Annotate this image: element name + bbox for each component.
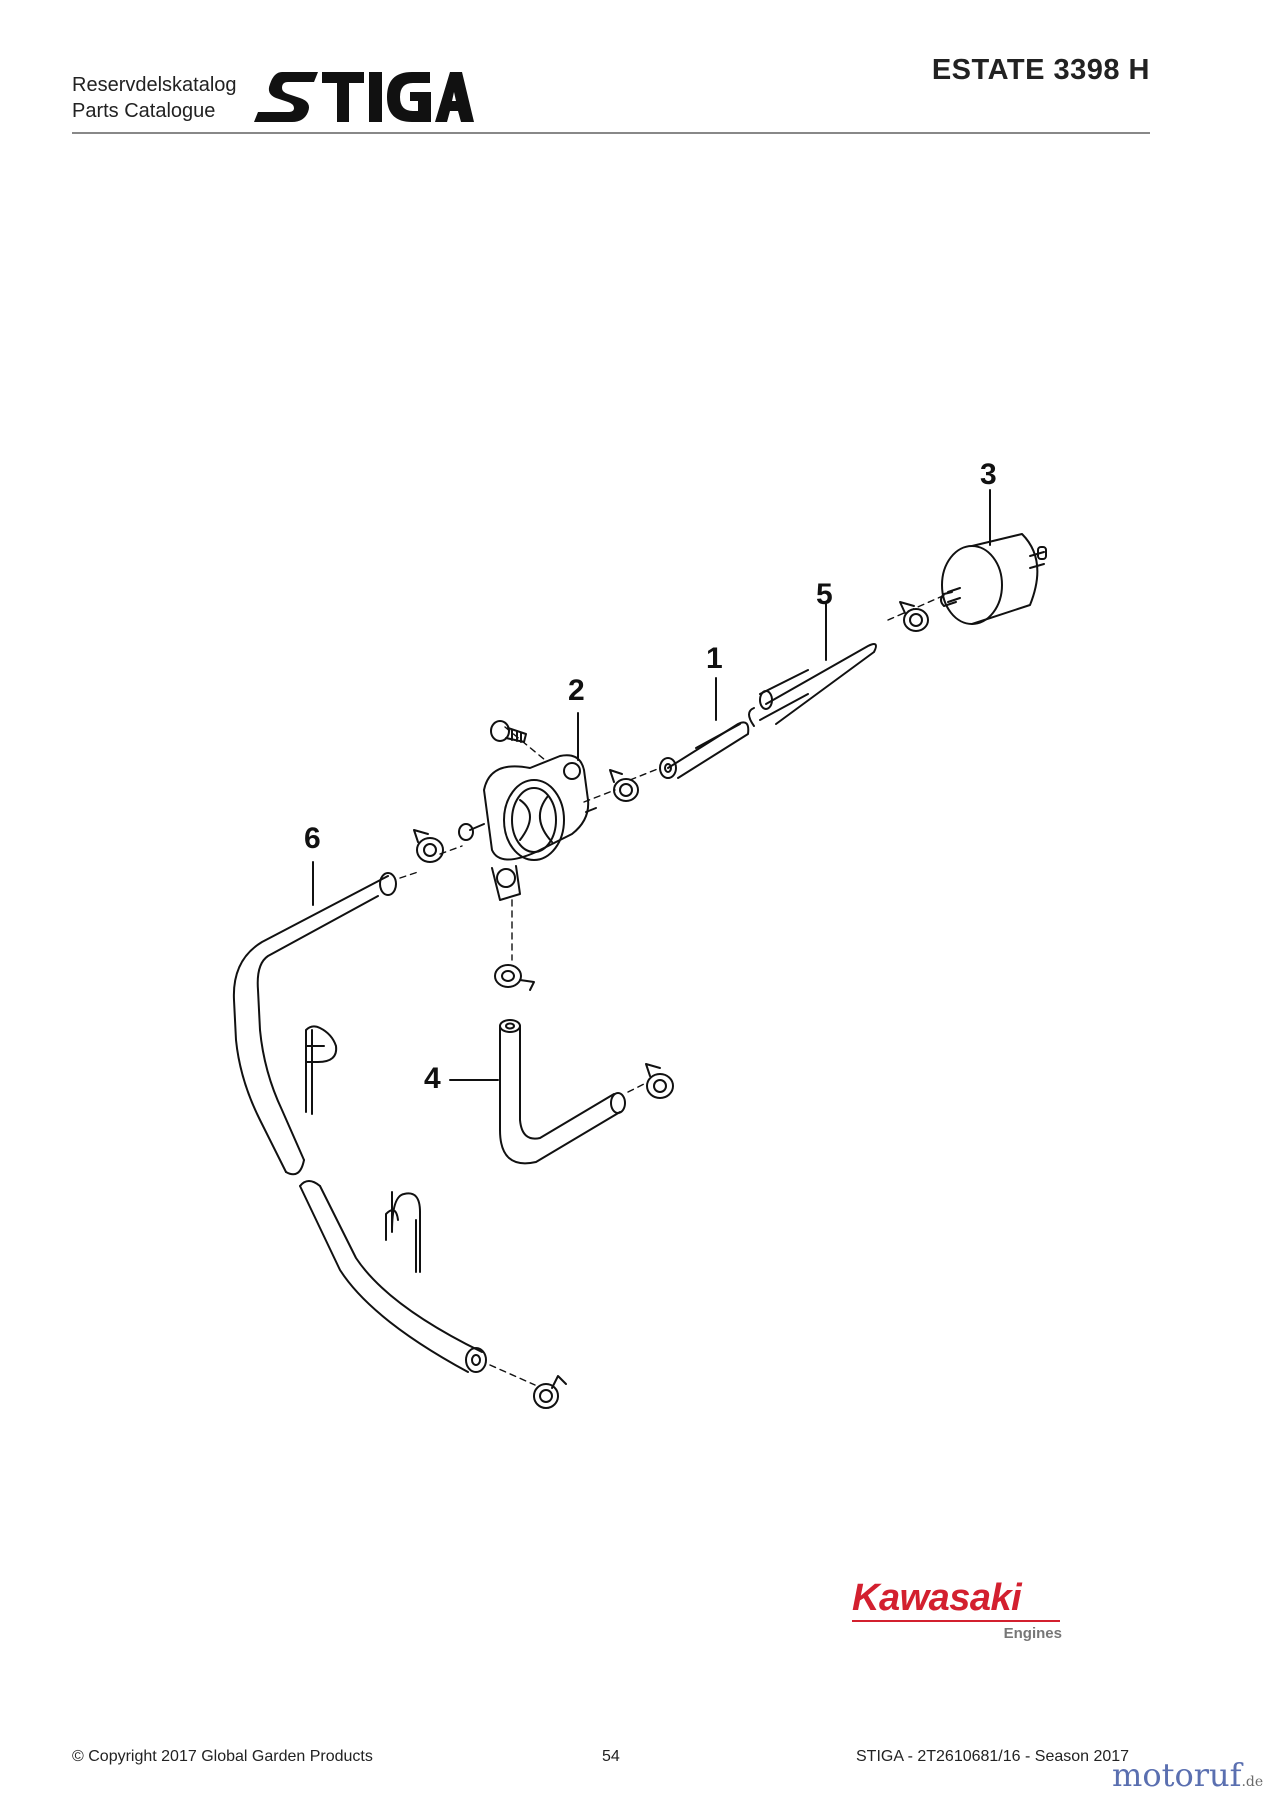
catalog-title-line2: Parts Catalogue [72, 100, 216, 122]
hose-5 [748, 643, 877, 727]
model-title: ESTATE 3398 H [931, 54, 1150, 86]
hose-clamp-pump-out [609, 769, 639, 802]
fuel-pump [458, 754, 597, 901]
kawasaki-rule [852, 1620, 1060, 1622]
callout-1: 1 [706, 642, 723, 675]
hose-clip-upper [305, 1025, 338, 1115]
hose-clamp-end [533, 1375, 567, 1409]
hose-1 [659, 721, 750, 779]
hose-4 [499, 1019, 626, 1165]
hose-clamp-4-side [645, 1063, 674, 1099]
callout-5: 5 [816, 578, 833, 611]
catalog-title-line1: Reservdelskatalog [72, 74, 237, 96]
kawasaki-sub: Engines [1003, 1625, 1062, 1642]
callout-2: 2 [568, 674, 585, 707]
header-divider [72, 132, 1150, 134]
screw [490, 720, 527, 743]
hose-clamp-4-top [494, 964, 535, 991]
hose-clip-lower [385, 1191, 421, 1273]
footer-page-number: 54 [602, 1748, 620, 1765]
hose-clamp-pump-in [413, 829, 444, 863]
footer-copyright: © Copyright 2017 Global Garden Products [72, 1748, 373, 1765]
footer-doc-ref: STIGA - 2T2610681/16 - Season 2017 [856, 1748, 1130, 1765]
callout-6: 6 [304, 822, 321, 855]
watermark-tld: .de [1241, 1774, 1264, 1790]
watermark-name: motoruf [1112, 1756, 1242, 1794]
kawasaki-name: Kawasaki [852, 1577, 1022, 1619]
catalog-title: Reservdelskatalog Parts Catalogue [72, 72, 237, 124]
callout-3: 3 [980, 458, 997, 491]
callout-4: 4 [424, 1062, 441, 1095]
hose-6 [232, 872, 487, 1373]
stiga-logo [254, 72, 474, 122]
kawasaki-logo: Kawasaki Engines [852, 1578, 1062, 1642]
fuel-filter [940, 533, 1047, 625]
hose-clamp-filter [899, 601, 929, 632]
watermark: motoruf.de [1112, 1756, 1263, 1794]
